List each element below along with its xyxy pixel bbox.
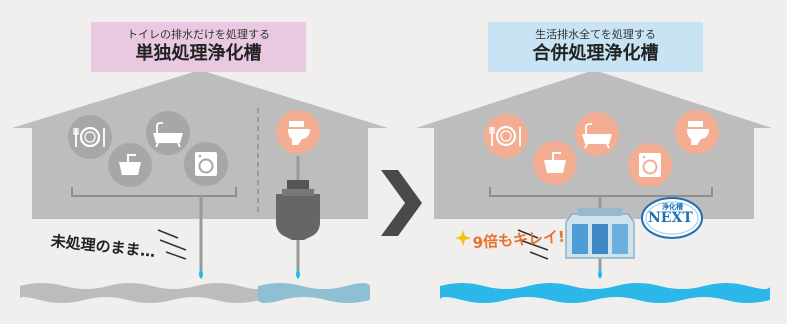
badge-main-text: NEXT — [648, 210, 693, 226]
combined-septic-tank — [565, 208, 635, 259]
washing-machine-icon — [628, 143, 672, 187]
toilet-icon — [675, 110, 719, 154]
tank-water-drop — [296, 268, 300, 279]
plate-fork-icon — [484, 114, 528, 158]
washing-machine-icon — [184, 142, 228, 186]
left-subtitle: トイレの排水だけを処理する — [127, 28, 270, 41]
right-water-drop — [598, 268, 602, 279]
bathtub-icon — [146, 111, 190, 155]
single-septic-tank — [276, 156, 320, 279]
right-speed-lines — [517, 229, 549, 260]
sparkle-icon — [455, 230, 471, 246]
sink-icon — [108, 143, 152, 187]
sink-icon — [533, 141, 577, 185]
plate-fork-icon — [68, 115, 112, 159]
badge-top-text: 浄化槽 — [662, 203, 683, 211]
left-title: 単独処理浄化槽 — [135, 43, 262, 64]
transition-arrow-icon — [381, 170, 422, 236]
right-label-box: 生活排水全てを処理する 合併処理浄化槽 — [488, 22, 703, 72]
treated-water-bluegray — [258, 283, 370, 303]
left-label-box: トイレの排水だけを処理する 単独処理浄化槽 — [91, 22, 306, 72]
right-subtitle: 生活排水全てを処理する — [535, 28, 656, 41]
next-badge — [641, 197, 703, 239]
left-water-drop — [199, 268, 203, 279]
left-speed-lines — [157, 229, 187, 260]
toilet-icon — [276, 110, 320, 154]
bathtub-icon — [575, 112, 619, 156]
right-title: 合併処理浄化槽 — [532, 43, 659, 64]
left-drain-bracket — [71, 187, 237, 197]
clean-water-blue — [440, 283, 770, 303]
untreated-water-gray — [19, 283, 261, 303]
